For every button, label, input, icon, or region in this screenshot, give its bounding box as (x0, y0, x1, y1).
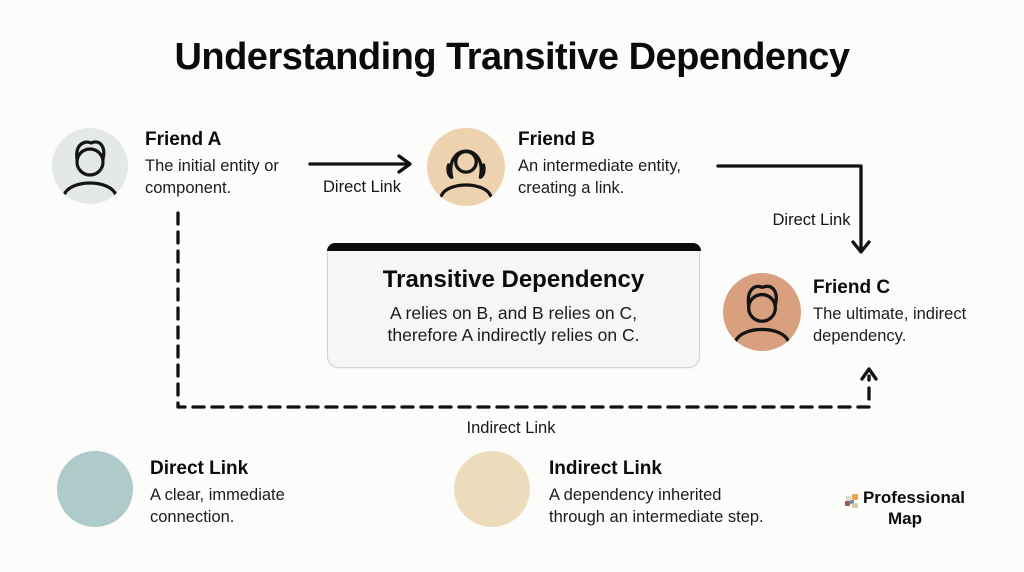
friend-b-avatar (427, 128, 505, 206)
legend-indirect-desc: A dependency inherited through an interm… (549, 485, 764, 526)
male-person-icon (733, 284, 791, 344)
box-title: Transitive Dependency (382, 265, 645, 293)
label-direct-link-b-c: Direct Link (772, 211, 851, 229)
label-direct-link-a-b: Direct Link (323, 178, 401, 196)
friend-a-node: Friend A The initial entity or component… (145, 129, 320, 199)
branding-line2: Map (888, 509, 922, 529)
branding: Professional Map (838, 487, 972, 530)
arrow-a-to-b (308, 154, 412, 174)
professional-map-logo-icon (844, 492, 859, 508)
friend-c-node: Friend C The ultimate, indirect dependen… (813, 277, 998, 347)
friend-a-avatar (52, 128, 128, 204)
friend-a-name: Friend A (145, 129, 222, 150)
box-body: A relies on B, and B relies on C, theref… (387, 302, 640, 345)
friend-c-desc: The ultimate, indirect dependency. (813, 304, 967, 345)
friend-b-desc: An intermediate entity, creating a link. (518, 156, 681, 197)
arrow-b-to-c (716, 164, 871, 254)
legend-direct-item: Direct Link A clear, immediate connectio… (150, 458, 335, 528)
female-person-icon (439, 149, 493, 198)
page-title: Understanding Transitive Dependency (174, 36, 850, 78)
friend-b-node: Friend B An intermediate entity, creatin… (518, 129, 728, 199)
legend-direct-desc: A clear, immediate connection. (150, 485, 285, 526)
box-top-bar (326, 242, 701, 251)
branding-line1: Professional (862, 488, 966, 507)
male-person-icon (62, 140, 118, 197)
friend-c-name: Friend C (813, 277, 891, 298)
friend-c-avatar (723, 273, 801, 351)
transitive-dependency-box: Transitive Dependency A relies on B, and… (326, 242, 701, 368)
friend-a-desc: The initial entity or component. (145, 156, 279, 197)
legend-direct-label: Direct Link (150, 458, 249, 479)
legend-indirect-circle (454, 451, 530, 527)
legend-direct-circle (57, 451, 133, 527)
label-indirect-link: Indirect Link (466, 419, 556, 437)
friend-b-name: Friend B (518, 129, 596, 150)
legend-indirect-item: Indirect Link A dependency inherited thr… (549, 458, 814, 528)
legend-indirect-label: Indirect Link (549, 458, 662, 479)
